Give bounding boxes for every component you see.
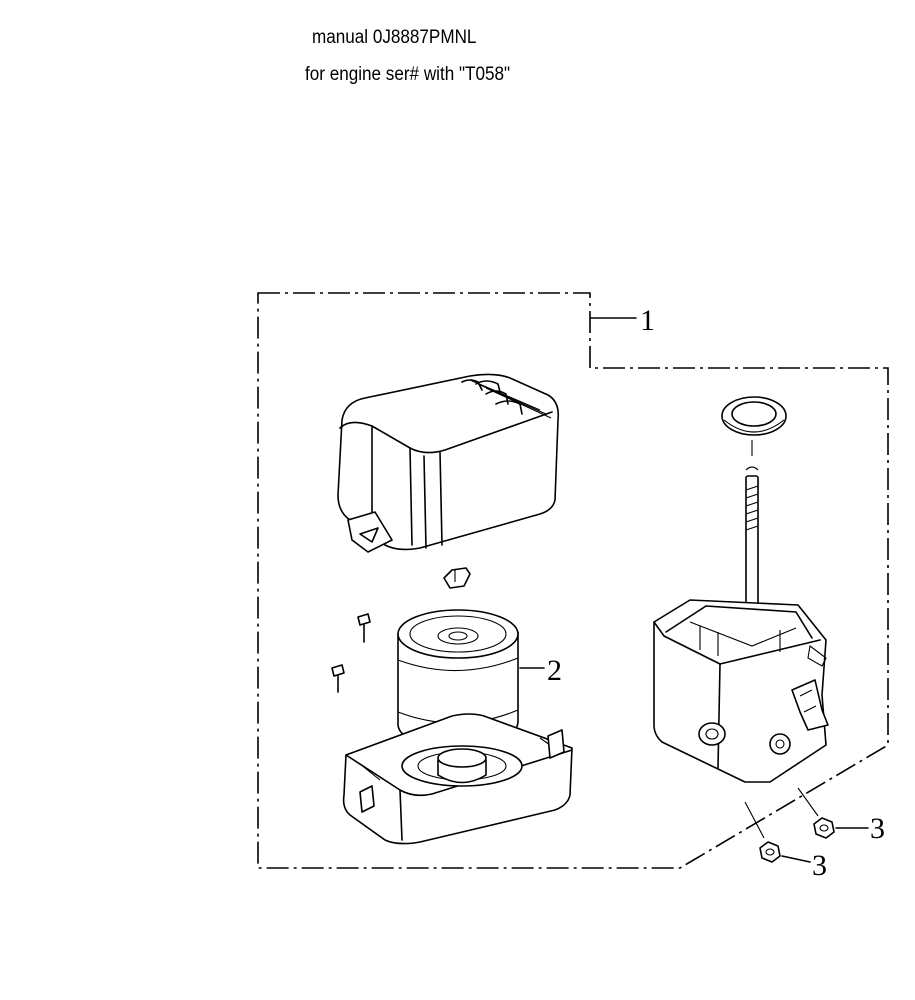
manual-number-text: manual 0J8887PMNL: [312, 27, 477, 48]
callout-3-right-label: 3: [870, 812, 885, 845]
mounting-stud: [745, 466, 759, 607]
engine-serial-note-text: for engine ser# with "T058": [305, 64, 511, 85]
callout-3-bottom-label: 3: [812, 849, 827, 882]
nut-guide-line-right: [797, 787, 819, 817]
element-clip: [443, 567, 471, 589]
gasket-ring: [721, 396, 787, 436]
flange-nut-bottom: [759, 841, 781, 863]
assembly-boundary: [257, 292, 889, 869]
cover-screw-lower: [331, 664, 345, 693]
air-cleaner-cover: [337, 373, 560, 553]
flange-nut-right: [813, 817, 835, 839]
callout-2-label: 2: [547, 654, 562, 687]
nut-guide-line-bottom: [744, 801, 765, 839]
callout-3-bottom-leader: [781, 855, 811, 863]
air-cleaner-base: [342, 713, 573, 845]
cover-screw-upper: [357, 613, 371, 643]
callout-1-label: 1: [640, 304, 655, 337]
base-housing: [653, 599, 829, 783]
